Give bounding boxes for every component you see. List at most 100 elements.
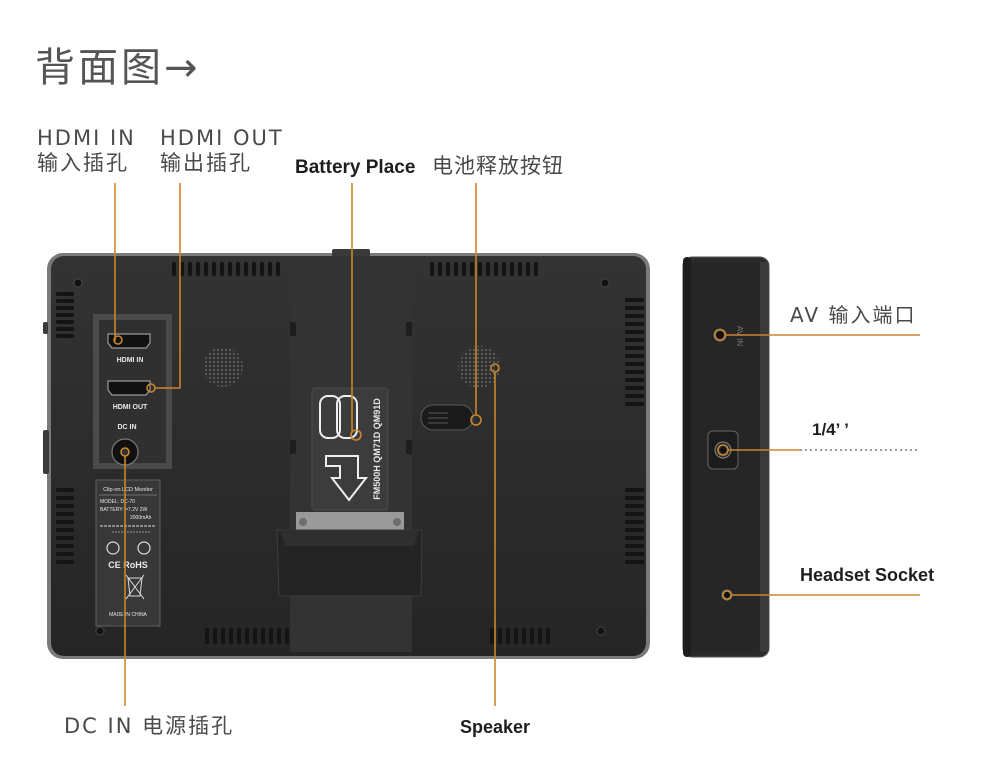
vent-slot (56, 520, 74, 524)
callout-hdmi-in-zh: 输入插孔 (37, 151, 129, 175)
callout-hdmi-in-en: HDMI IN (37, 126, 136, 150)
leader-hdmi-out (155, 183, 181, 389)
vent-slot (526, 262, 530, 276)
vent-slot (625, 520, 644, 524)
vent-slot (260, 262, 264, 276)
vent-slot (510, 262, 514, 276)
vent-slot (625, 504, 644, 508)
vent-slot (498, 628, 502, 644)
vent-slot (478, 262, 482, 276)
vent-slot (625, 362, 644, 366)
marker-release-button (470, 414, 482, 426)
side-screen-edge (760, 262, 768, 652)
vent-slot (56, 334, 74, 338)
vent-slot (486, 262, 490, 276)
vent-slot (625, 544, 644, 548)
screw-hole (95, 626, 105, 636)
vent-slot (56, 528, 74, 532)
vent-slot (490, 628, 494, 644)
contact-screw (393, 518, 401, 526)
vent-slot (546, 628, 550, 644)
vent-slot (625, 330, 644, 334)
av-in-port-label: AV IN (735, 326, 744, 347)
vent-slot (56, 313, 74, 317)
vent-slot (56, 496, 74, 500)
vent-slot (212, 262, 216, 276)
vent-slot (625, 552, 644, 556)
side-rear-edge (683, 257, 691, 657)
vent-slot (625, 560, 644, 564)
vent-slot (625, 512, 644, 516)
callout-tripod-mount: 1/4’ ’ (812, 420, 849, 439)
vent-slot (625, 346, 644, 350)
marker-battery-place (350, 429, 362, 441)
vent-slot (268, 262, 272, 276)
screw-hole (596, 626, 606, 636)
vent-slot (205, 628, 209, 644)
battery-models-text: FM500H QM71D QM91D (372, 398, 382, 500)
vent-slot (506, 628, 510, 644)
vent-slot (625, 496, 644, 500)
vent-slot (277, 628, 281, 644)
vent-slot (237, 628, 241, 644)
vent-slot (245, 628, 249, 644)
battery-sticker (311, 387, 389, 511)
vent-slot (625, 402, 644, 406)
spec-sticker-background (95, 479, 161, 627)
callout-speaker: Speaker (460, 717, 531, 737)
callout-hdmi-out-en: HDMI OUT (160, 126, 284, 150)
vent-slot (514, 628, 518, 644)
vent-slot (56, 512, 74, 516)
battery-plate: FM500H QM71D QM91D (276, 249, 423, 652)
vent-slot (502, 262, 506, 276)
dc-in-jack-pin (121, 448, 129, 456)
callout-battery-release: 电池释放按钮 (432, 154, 564, 178)
speaker-grille-right (458, 346, 500, 388)
vent-slot (252, 262, 256, 276)
tripod-thread-hole (720, 447, 726, 453)
vent-slot (261, 628, 265, 644)
vent-slot (244, 262, 248, 276)
vent-slot (530, 628, 534, 644)
vent-slot (494, 262, 498, 276)
vent-slot (625, 370, 644, 374)
vent-slot (538, 628, 542, 644)
vent-slot (276, 262, 280, 276)
vent-slot (625, 306, 644, 310)
battery-plate-tab (332, 249, 370, 258)
side-button (43, 430, 49, 474)
vent-slot (56, 504, 74, 508)
vent-slots (56, 262, 644, 644)
vent-slot (625, 322, 644, 326)
vent-slot (625, 528, 644, 532)
callout-battery-place: Battery Place (295, 157, 416, 178)
vent-slot (625, 354, 644, 358)
battery-rail-notch (406, 322, 412, 336)
vent-slot (196, 262, 200, 276)
vent-slot (56, 488, 74, 492)
vent-slot (518, 262, 522, 276)
sticker-certifications: CE RoHS (108, 560, 148, 570)
vent-slot (56, 560, 74, 564)
vent-slot (229, 628, 233, 644)
vent-slot (446, 262, 450, 276)
vent-slot (625, 338, 644, 342)
vent-slot (56, 299, 74, 303)
vent-slot (522, 628, 526, 644)
marker-hdmi-in (113, 335, 123, 345)
weee-bin-icon (125, 574, 145, 600)
sticker-battery: BATTERY: =7.2V 2W (100, 507, 147, 513)
vent-slot (56, 306, 74, 310)
vent-slot (462, 262, 466, 276)
screw-hole (600, 278, 610, 288)
dc-in-port-label: DC IN (117, 424, 136, 431)
vent-slot (625, 378, 644, 382)
sticker-origin: MADE IN CHINA (109, 612, 147, 618)
vent-slot (236, 262, 240, 276)
battery-rail-notch (290, 322, 296, 336)
vent-slot (56, 552, 74, 556)
battery-rail-notch (290, 440, 296, 454)
vent-slot (188, 262, 192, 276)
screw-hole (73, 278, 83, 288)
battery-insert-icon (319, 395, 369, 502)
